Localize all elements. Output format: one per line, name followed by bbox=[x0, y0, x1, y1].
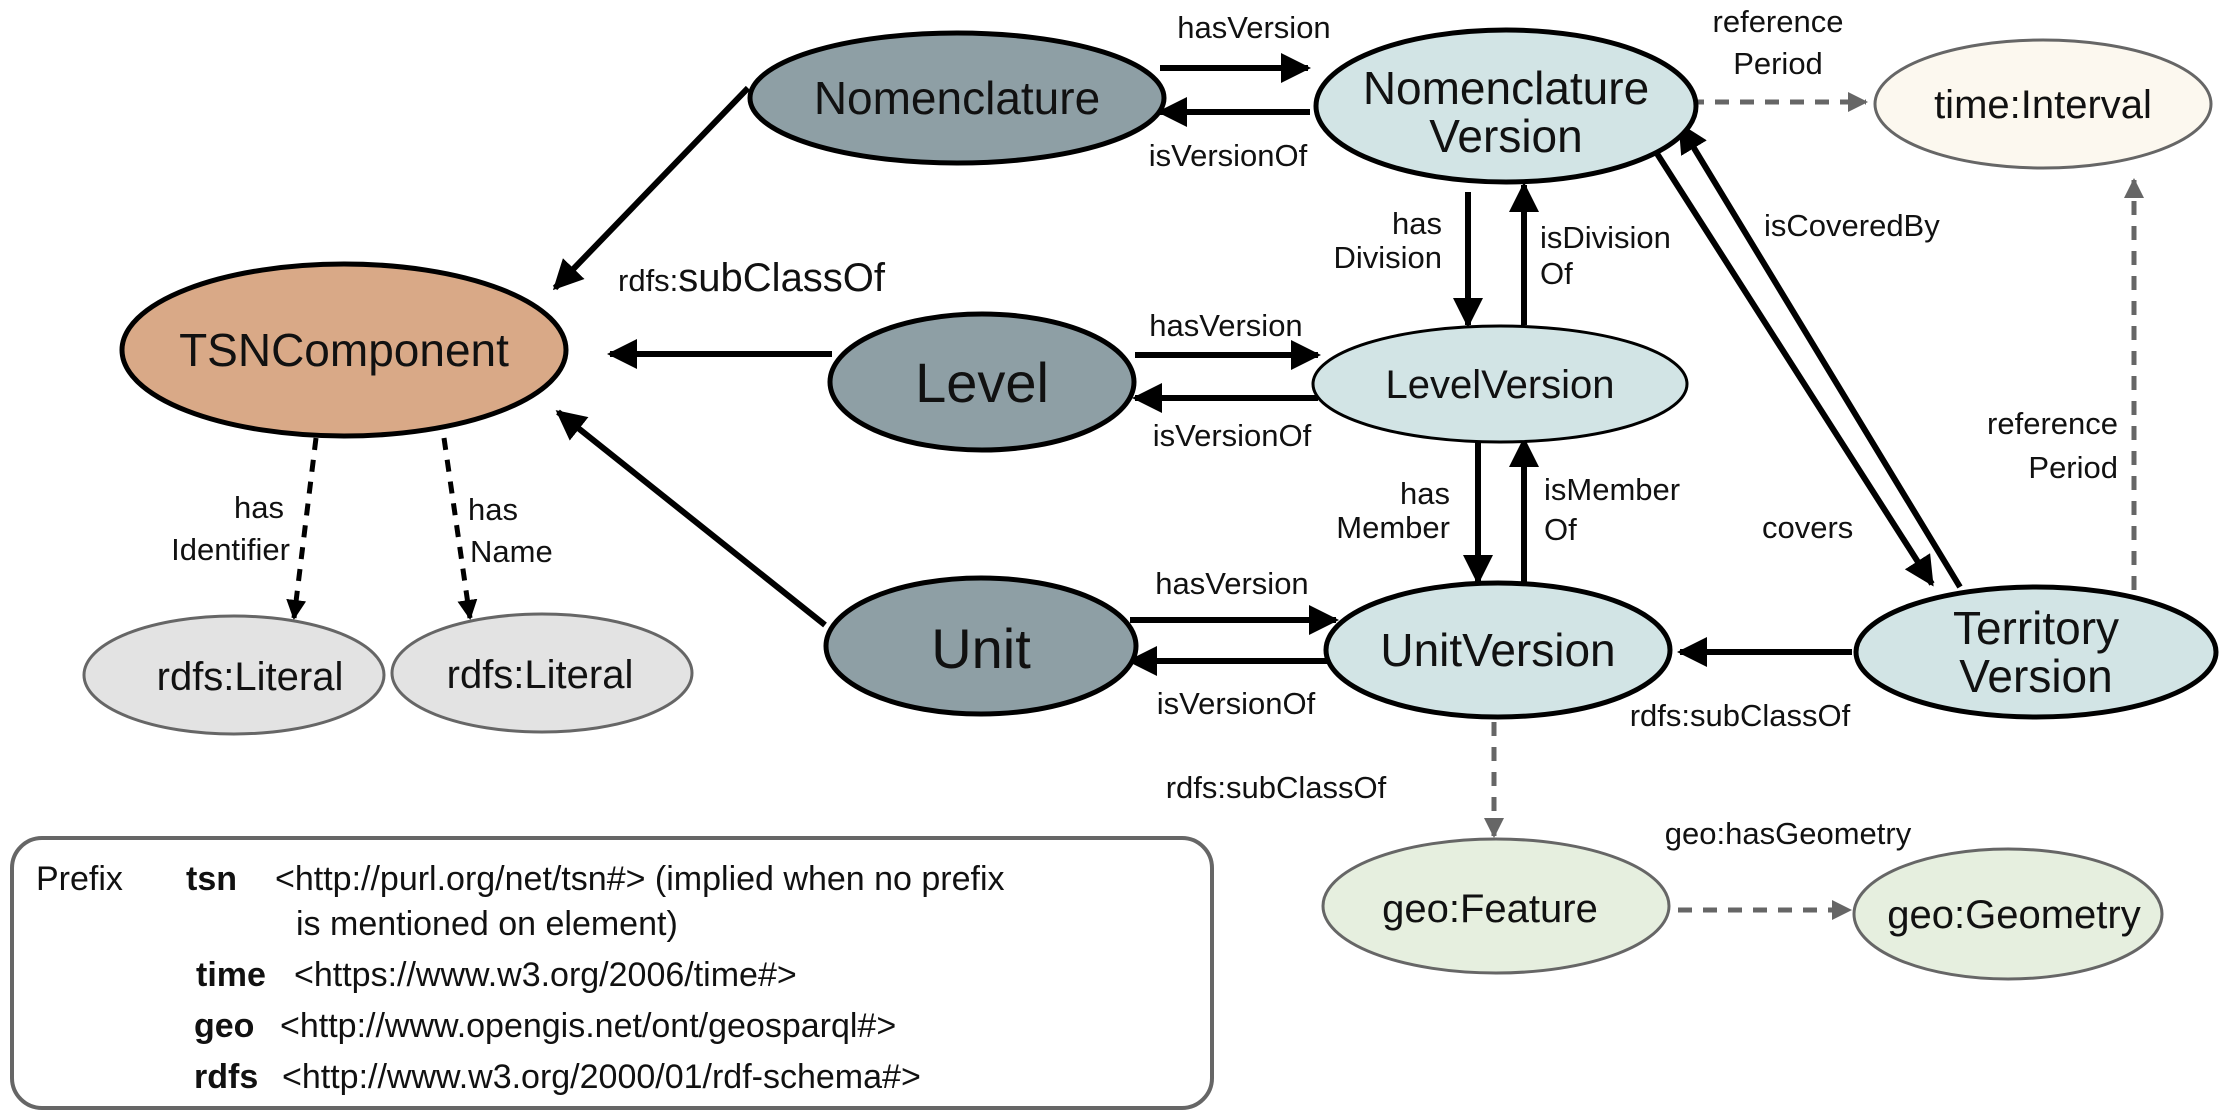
node-rdfs-literal-identifier[interactable]: rdfs:Literal bbox=[82, 614, 386, 736]
legend-time-key: time bbox=[196, 956, 266, 994]
node-tsn-component[interactable]: TSNComponent bbox=[119, 261, 569, 439]
legend-rdfs-key: rdfs bbox=[194, 1058, 258, 1096]
prefix-legend: Prefix tsn <http://purl.org/net/tsn#> (i… bbox=[10, 836, 1214, 1110]
label-is-version-of-bottom: isVersionOf bbox=[1157, 686, 1316, 721]
label-has-member-l2: Member bbox=[1336, 510, 1450, 545]
label-rdfs-subclassof-territory: rdfs:subClassOf bbox=[1630, 698, 1851, 733]
label-covers: covers bbox=[1762, 510, 1853, 545]
node-territory-version[interactable]: Territory Version bbox=[1853, 584, 2219, 720]
node-level-version[interactable]: LevelVersion bbox=[1311, 324, 1689, 444]
label-reference-period-right-l2: Period bbox=[2028, 450, 2118, 485]
node-time-interval[interactable]: time:Interval bbox=[1873, 38, 2213, 170]
node-label: Unit bbox=[931, 617, 1031, 680]
label-has-version-bottom: hasVersion bbox=[1155, 566, 1308, 601]
node-unit[interactable]: Unit bbox=[823, 575, 1139, 717]
label-is-division-of-l1: isDivision bbox=[1540, 220, 1671, 255]
node-label: TSNComponent bbox=[179, 324, 509, 376]
node-level[interactable]: Level bbox=[827, 311, 1137, 453]
label-has-member-l1: has bbox=[1400, 476, 1450, 511]
legend-prefix-word: Prefix bbox=[36, 860, 123, 898]
node-geo-feature[interactable]: geo:Feature bbox=[1321, 837, 1671, 975]
node-nomenclature-version[interactable]: Nomenclature Version bbox=[1313, 27, 1699, 185]
label-is-member-of-l2: Of bbox=[1544, 512, 1577, 547]
node-rdfs-literal-name[interactable]: rdfs:Literal bbox=[390, 612, 694, 734]
node-unit-version[interactable]: UnitVersion bbox=[1323, 580, 1673, 720]
edge-has-identifier bbox=[286, 437, 319, 620]
node-label: time:Interval bbox=[1934, 83, 2152, 127]
node-label: rdfs:Literal bbox=[157, 655, 344, 699]
node-label: Nomenclature bbox=[814, 72, 1100, 124]
label-has-version-top: hasVersion bbox=[1177, 10, 1330, 45]
edge-nomenclature-subclassof bbox=[552, 85, 751, 291]
label-is-member-of-l1: isMember bbox=[1544, 472, 1680, 507]
edge-covers bbox=[1677, 122, 1963, 589]
node-label: geo:Geometry bbox=[1887, 893, 2140, 937]
label-is-version-of-mid: isVersionOf bbox=[1153, 418, 1312, 453]
label-has-division-l1: has bbox=[1392, 206, 1442, 241]
label-has-version-mid: hasVersion bbox=[1149, 308, 1302, 343]
label-is-covered-by: isCoveredBy bbox=[1764, 208, 1940, 243]
node-nomenclature[interactable]: Nomenclature bbox=[747, 30, 1167, 166]
edge-has-name bbox=[441, 437, 478, 620]
node-label: rdfs:Literal bbox=[447, 653, 634, 697]
legend-tsn-uri: <http://purl.org/net/tsn#> (implied when… bbox=[275, 860, 1005, 898]
label-is-division-of-l2: Of bbox=[1540, 256, 1573, 291]
node-label: Level bbox=[915, 351, 1049, 414]
label-rdfs-subclassof-unit: rdfs:subClassOf bbox=[1166, 770, 1387, 805]
legend-rdfs-uri: <http://www.w3.org/2000/01/rdf-schema#> bbox=[282, 1058, 921, 1096]
label-rdfs-subclassof-main: rdfs:subClassOf bbox=[618, 256, 886, 300]
legend-geo-key: geo bbox=[194, 1007, 254, 1045]
label-has-division-l2: Division bbox=[1333, 240, 1442, 275]
node-label: Territory bbox=[1953, 602, 2119, 654]
label-geo-has-geometry: geo:hasGeometry bbox=[1665, 816, 1912, 851]
node-label: Version bbox=[1429, 110, 1582, 162]
legend-tsn-uri-cont: is mentioned on element) bbox=[296, 905, 678, 943]
node-label: UnitVersion bbox=[1380, 624, 1615, 676]
node-label: geo:Feature bbox=[1382, 887, 1598, 931]
label-has-identifier-l1: has bbox=[234, 490, 284, 525]
label-has-name-l1: has bbox=[468, 492, 518, 527]
label-reference-period-top-l1: reference bbox=[1713, 4, 1844, 39]
label-reference-period-right-l1: reference bbox=[1987, 406, 2118, 441]
node-label: LevelVersion bbox=[1385, 363, 1614, 407]
node-label: Version bbox=[1959, 650, 2112, 702]
legend-time-uri: <https://www.w3.org/2006/time#> bbox=[294, 956, 797, 994]
node-geo-geometry[interactable]: geo:Geometry bbox=[1852, 847, 2164, 981]
edge-is-covered-by bbox=[1653, 150, 1935, 587]
edge-unit-subclassof bbox=[555, 409, 827, 628]
label-is-version-of-top: isVersionOf bbox=[1149, 138, 1308, 173]
label-has-identifier-l2: Identifier bbox=[171, 532, 290, 567]
legend-tsn-key: tsn bbox=[186, 860, 237, 898]
legend-geo-uri: <http://www.opengis.net/ont/geosparql#> bbox=[280, 1007, 896, 1045]
label-reference-period-top-l2: Period bbox=[1733, 46, 1823, 81]
node-label: Nomenclature bbox=[1363, 62, 1649, 114]
label-has-name-l2: Name bbox=[470, 534, 553, 569]
